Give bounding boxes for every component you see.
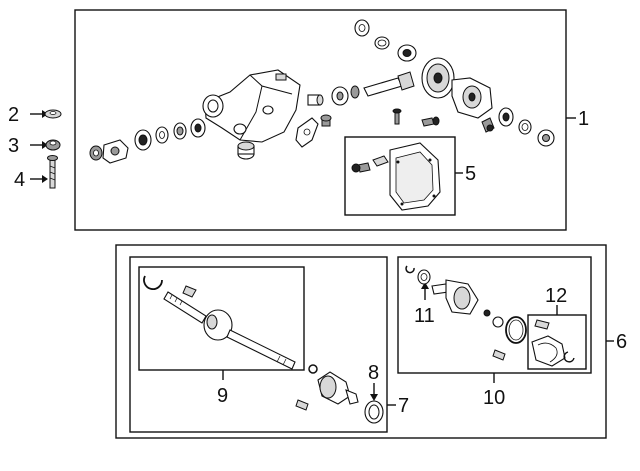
cover-subassembly-frame [344, 136, 456, 216]
callout-7: 7 [398, 395, 409, 417]
arrow-4 [30, 175, 48, 183]
cv-joint-outer-parts [295, 364, 359, 411]
callout-6: 6 [616, 331, 627, 353]
callout-10: 10 [483, 387, 505, 409]
arrow-3 [30, 141, 48, 149]
callout-4: 4 [14, 169, 25, 191]
arrow-8 [370, 383, 378, 401]
callout-3: 3 [8, 135, 19, 157]
boot-kit-part-12 [531, 319, 575, 367]
shaft-detail-frame [138, 266, 305, 371]
nut-part-3 [45, 139, 61, 151]
axle-shaft-part-9 [143, 275, 296, 370]
callout-12: 12 [545, 285, 567, 307]
callout-11: 11 [414, 305, 435, 327]
washer-part-2 [44, 109, 62, 119]
differential-parts [89, 19, 555, 164]
outer-shaft-frame [129, 256, 388, 433]
callout-9: 9 [217, 385, 228, 407]
bolt-part-4 [47, 155, 58, 189]
clip-part-11 [405, 265, 431, 285]
callout-5: 5 [465, 163, 476, 185]
callout-2: 2 [8, 104, 19, 126]
callout-8: 8 [368, 362, 379, 384]
seal-part-8 [364, 400, 384, 424]
callout-1: 1 [578, 108, 589, 130]
inner-joint-part-10 [431, 279, 527, 361]
arrow-11 [421, 282, 429, 300]
differential-cover-part-5 [351, 142, 441, 211]
differential-assembly-frame [74, 9, 567, 231]
